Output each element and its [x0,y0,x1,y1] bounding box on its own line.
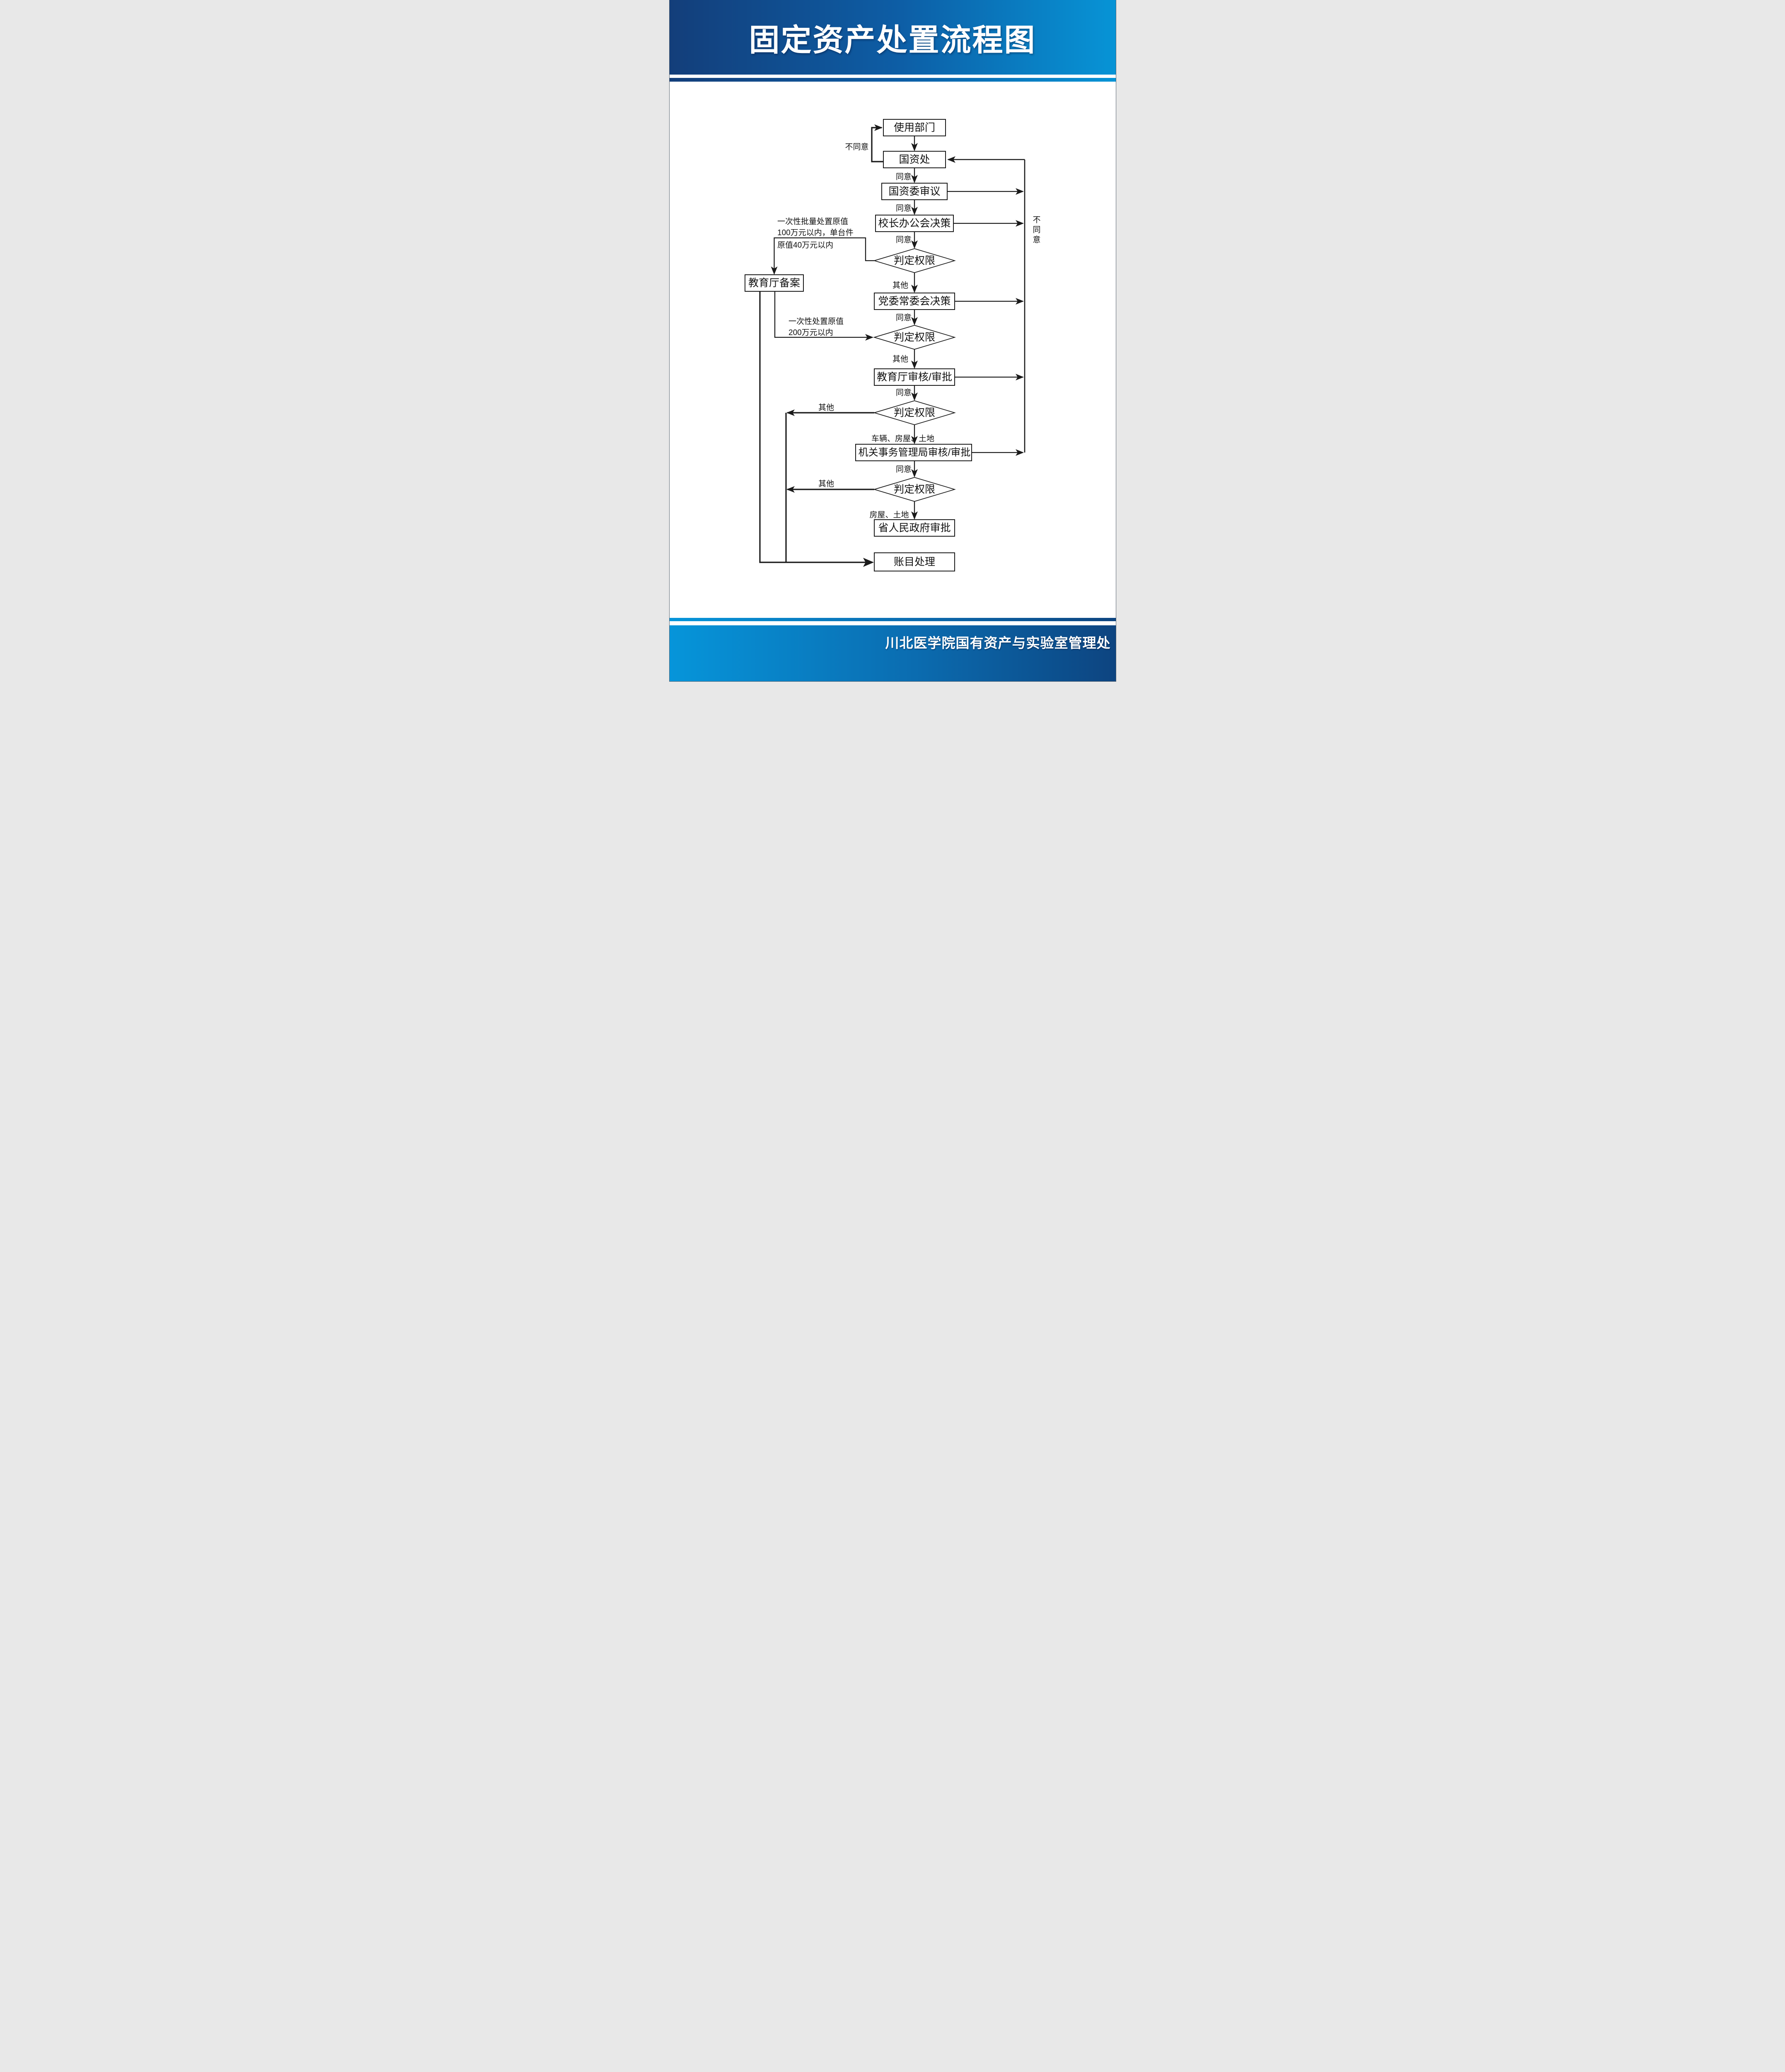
label-other-4: 其他 [818,479,834,489]
node-party-committee: 党委常委会决策 [873,293,955,310]
edge-filing-to-account [759,291,874,567]
node-judge2-diamond [873,325,956,350]
node-admin-bureau-review-box [855,444,972,461]
edge-disagree-loop [871,124,883,162]
node-party-committee-box [873,293,955,310]
label-batch-line1: 一次性批量处置原值 [777,217,848,226]
node-admin-bureau-review: 机关事务管理局审核/审批 [855,444,972,461]
label-other-3: 其他 [818,403,834,412]
label-batch-line2: 100万元以内，单台件 [777,228,854,237]
flowchart-area: 使用部门 国资处 国资委审议 校长办公会决策 判定权限 党委常委会决策 [669,82,1116,618]
node-president-meeting-box [875,215,954,232]
node-judge1: 判定权限 [873,248,956,273]
node-provincial-gov: 省人民政府审批 [873,519,955,537]
label-houses-land: 房屋、土地 [869,511,909,520]
page-title: 固定资产处置流程图 [749,22,1036,57]
label-agree-5: 同意 [895,388,911,397]
node-use-dept-label: 使用部门 [893,122,935,133]
node-edu-dept-filing: 教育厅备案 [744,274,804,292]
node-sasac-review: 国资委审议 [881,183,948,200]
label-other-2: 其他 [892,355,908,364]
node-state-assets-office-box [883,151,946,168]
flowchart-canvas: 使用部门 国资处 国资委审议 校长办公会决策 判定权限 党委常委会决策 [744,119,1040,571]
label-agree-6: 同意 [895,465,911,474]
node-judge3-diamond [873,400,956,425]
node-judge4-diamond [873,477,956,502]
node-party-committee-label: 党委常委会决策 [878,295,951,307]
footer-blue-strip [669,618,1116,621]
node-judge2: 判定权限 [873,325,956,350]
label-other-1: 其他 [892,281,908,290]
node-edu-dept-review: 教育厅审核/审批 [873,368,955,386]
node-state-assets-office-label: 国资处 [899,154,930,165]
label-disagree-bus-char3: 意 [1033,235,1040,244]
node-judge3-label: 判定权限 [893,407,935,419]
node-edu-dept-review-box [873,368,955,386]
label-disagree-bus-char1: 不 [1033,216,1040,225]
node-sasac-review-label: 国资委审议 [888,186,940,197]
footer-white-strip [669,621,1116,625]
label-disagree-loop: 不同意 [845,143,868,152]
node-edu-dept-filing-label: 教育厅备案 [748,277,800,289]
edge-filing-to-judge2 [774,291,873,341]
node-state-assets-office: 国资处 [883,151,946,168]
node-provincial-gov-label: 省人民政府审批 [878,522,951,534]
node-account-handling: 账目处理 [873,552,955,571]
header-white-strip [669,75,1116,78]
label-agree-3: 同意 [895,235,911,244]
node-use-dept: 使用部门 [883,119,946,136]
header-band: 固定资产处置流程图 [669,0,1116,75]
footer-organization: 川北医学院国有资产与实验室管理处 [885,635,1111,651]
node-judge4-label: 判定权限 [893,484,935,495]
label-once-line1: 一次性处置原值 [788,317,844,326]
edge-judge1-to-filing [771,237,874,275]
node-judge1-diamond [873,248,956,273]
node-account-handling-label: 账目处理 [893,556,935,568]
node-account-handling-box [873,552,955,571]
node-judge1-label: 判定权限 [893,255,935,266]
node-edu-dept-review-label: 教育厅审核/审批 [877,371,952,383]
node-use-dept-box [883,119,946,136]
poster-page: 固定资产处置流程图 [669,0,1116,682]
node-judge2-label: 判定权限 [893,332,935,343]
node-judge4: 判定权限 [873,477,956,502]
node-president-meeting-label: 校长办公会决策 [878,218,951,229]
node-provincial-gov-box [873,519,955,537]
label-disagree-bus: 不 同 意 [1033,216,1040,244]
node-judge3: 判定权限 [873,400,956,425]
footer-band: 川北医学院国有资产与实验室管理处 [669,625,1116,681]
label-agree-2: 同意 [895,204,911,213]
label-disagree-bus-char2: 同 [1033,226,1040,235]
label-agree-1: 同意 [895,172,911,182]
label-once-line2: 200万元以内 [788,328,833,337]
node-sasac-review-box [881,183,948,200]
label-vehicles-houses-land: 车辆、房屋、土地 [871,434,934,443]
label-batch-line3: 原值40万元以内 [777,241,833,250]
node-president-meeting: 校长办公会决策 [875,215,954,232]
label-agree-4: 同意 [895,313,911,322]
header-blue-strip [669,78,1116,82]
node-edu-dept-filing-box [744,274,804,292]
node-admin-bureau-review-label: 机关事务管理局审核/审批 [858,447,970,458]
